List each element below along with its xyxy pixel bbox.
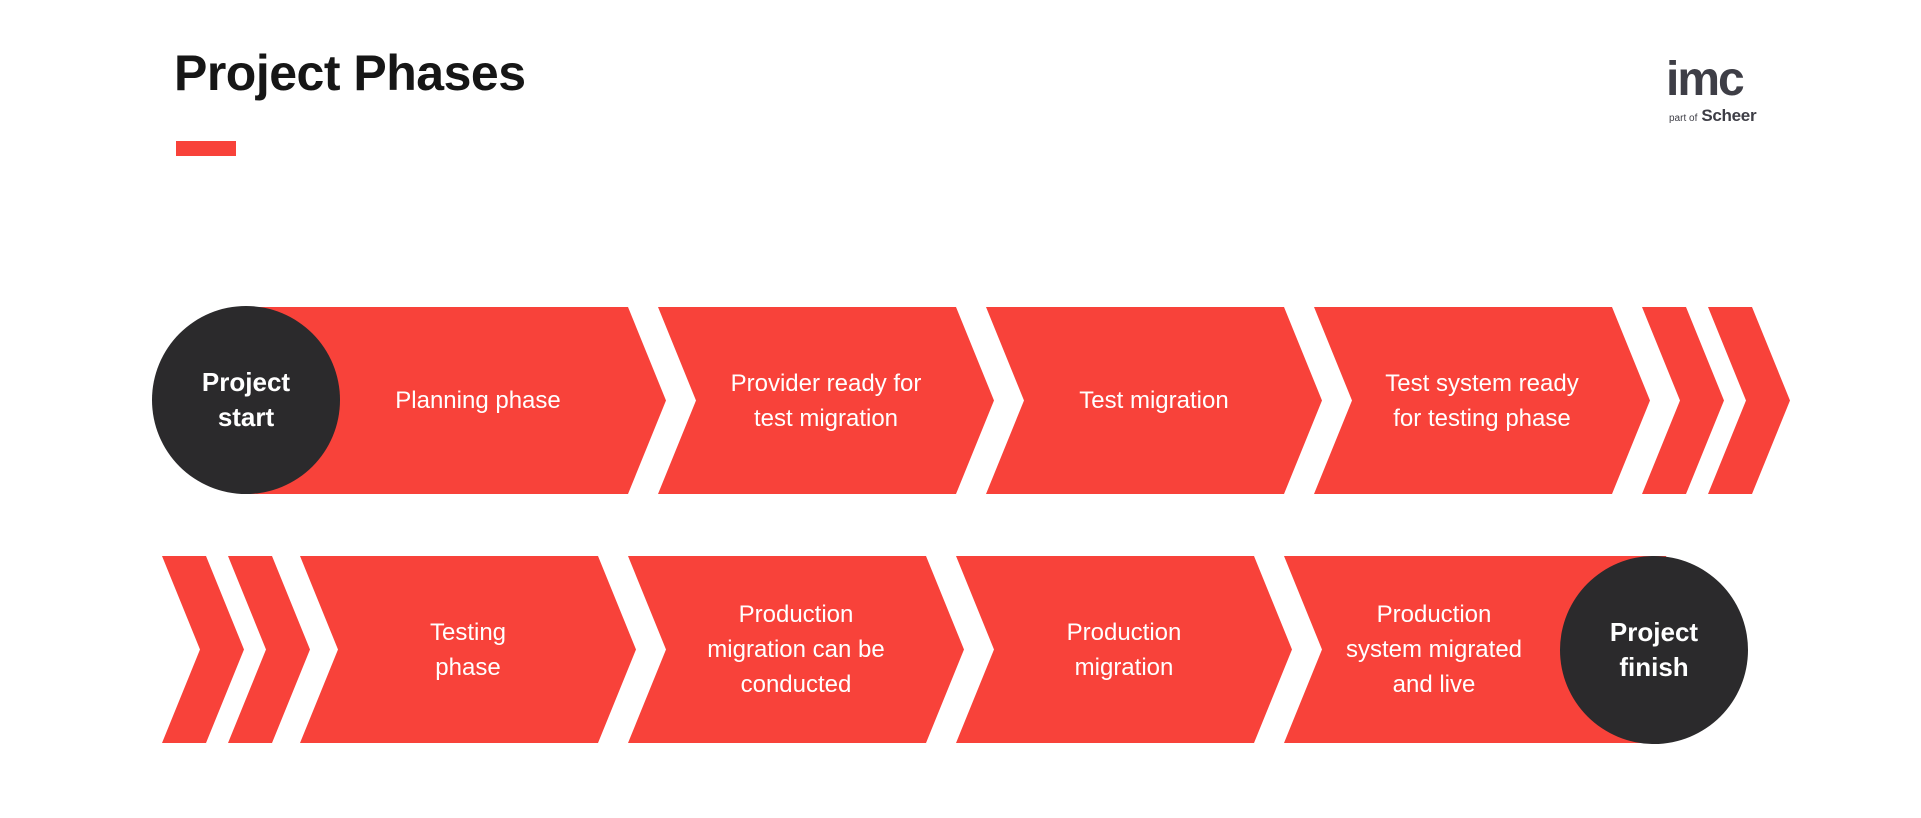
phase-chevron-production-migration-ready: Production migration can be conducted	[628, 556, 964, 743]
logo-tagline-prefix: part of	[1669, 113, 1698, 124]
title-accent-bar	[176, 141, 236, 156]
phase-label: Test migration	[1079, 387, 1229, 414]
phase-chevron-provider-ready: Provider ready for test migration	[658, 307, 994, 494]
project-start-node: Project start	[152, 306, 340, 494]
imc-logo-tagline: part of Scheer	[1669, 106, 1786, 126]
phase-chevron-production-migration: Production migration	[956, 556, 1292, 743]
imc-logo: imc part of Scheer	[1666, 56, 1786, 126]
logo-tagline-brand: Scheer	[1701, 106, 1757, 125]
imc-logo-text: imc	[1666, 53, 1745, 106]
page-title: Project Phases	[174, 45, 526, 101]
phase-label: Provider ready for test migration	[730, 369, 922, 432]
phase-chevron-test-migration: Test migration	[986, 307, 1322, 494]
project-start-label: Project start	[201, 367, 291, 432]
phase-label: Production migration can be conducted	[707, 601, 885, 698]
continuation-chevron-icon	[162, 556, 244, 743]
phase-chevron-testing: Testing phase	[300, 556, 636, 743]
phase-label: Production migration	[1066, 618, 1182, 681]
phase-label: Production system migrated and live	[1345, 601, 1523, 698]
phase-label: Planning phase	[395, 387, 561, 414]
project-finish-label: Project finish	[1609, 617, 1699, 682]
phase-chevron-test-system-ready: Test system ready for testing phase	[1314, 307, 1650, 494]
phase-row-1: Planning phase Provider ready for test m…	[0, 307, 1921, 494]
project-finish-node: Project finish	[1560, 556, 1748, 744]
phase-row-2: Testing phase Production migration can b…	[0, 556, 1921, 743]
phase-label: Test system ready for testing phase	[1385, 369, 1579, 432]
phase-label: Testing phase	[429, 618, 507, 681]
continuation-chevron-icon	[1642, 307, 1724, 494]
